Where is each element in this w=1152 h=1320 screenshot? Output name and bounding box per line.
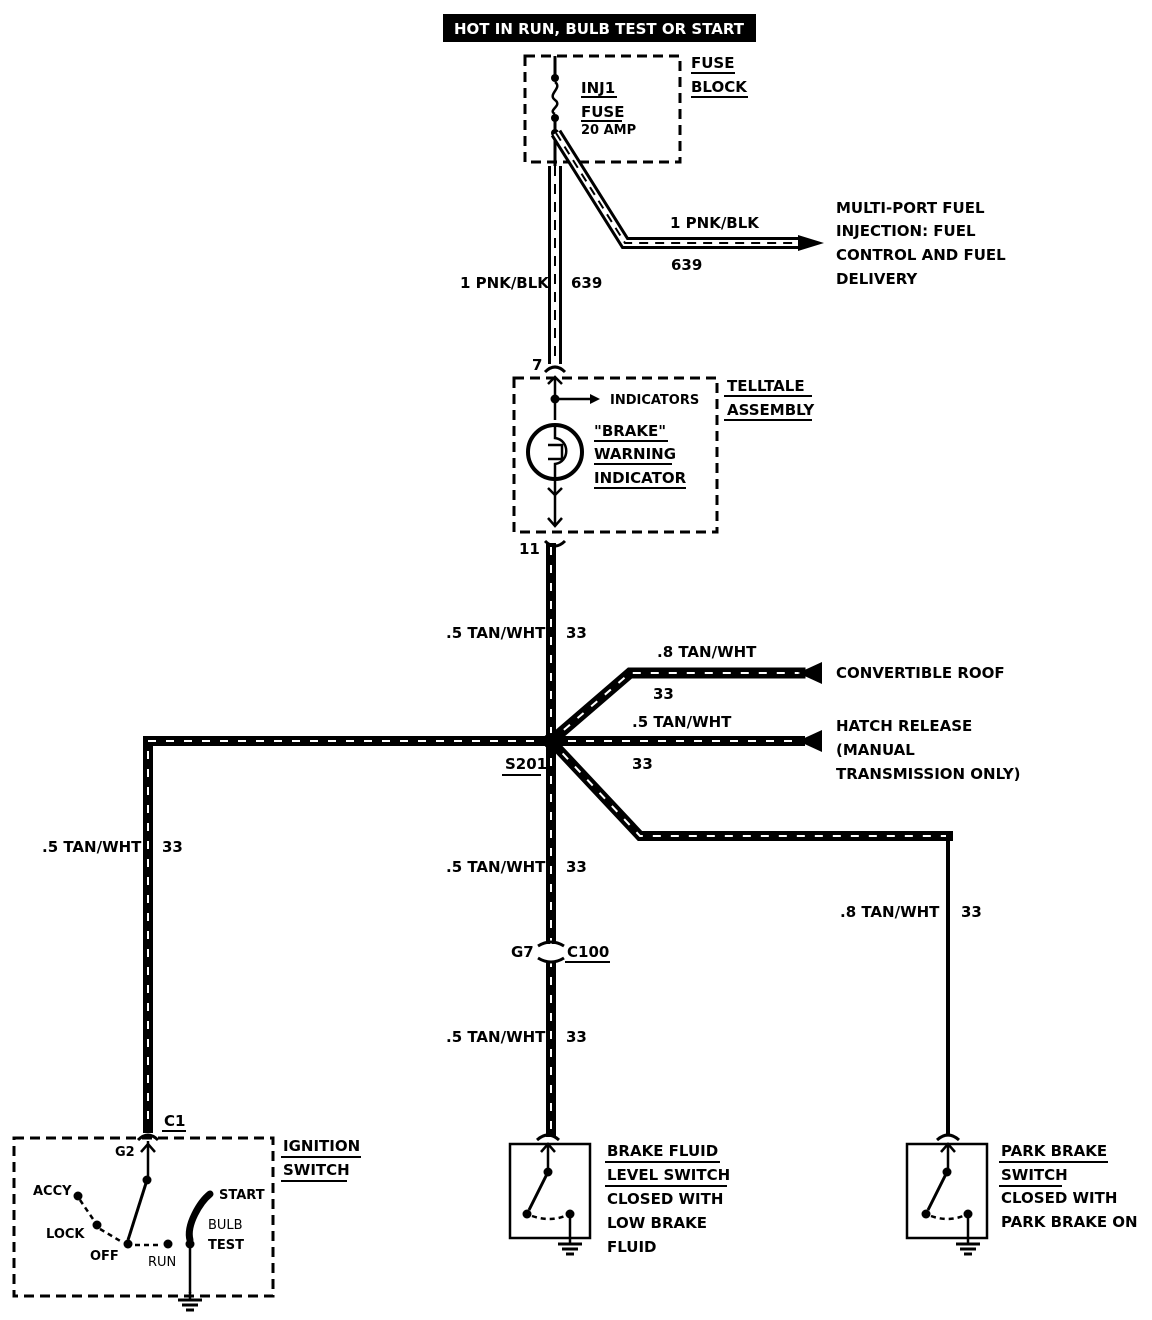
wire-33-left-branch [143, 736, 556, 1133]
indicators-label: INDICATORS [610, 393, 699, 408]
start-contact-icon [185, 1190, 214, 1244]
center-upper-circuit: 33 [566, 858, 587, 876]
ignition-test: TEST [208, 1238, 244, 1253]
telltale-pin-out: 11 [519, 540, 540, 558]
c100-name: C100 [567, 943, 609, 961]
ignition-ground-icon [178, 1292, 202, 1312]
mpfi-line2: INJECTION: FUEL [836, 222, 976, 240]
connector-pin-7-icon [543, 365, 567, 374]
main-feed-circuit: 639 [571, 274, 602, 292]
splice-name: S201 [505, 755, 547, 773]
left-wire-circuit: 33 [162, 838, 183, 856]
connector-c1-icon [136, 1133, 160, 1142]
park-brake-switch-blade [926, 1171, 949, 1211]
brake-line1: "BRAKE" [594, 422, 666, 440]
mpfi-line3: CONTROL AND FUEL [836, 246, 1006, 264]
hatch-label: .5 TAN/WHT [632, 713, 732, 731]
mpfi-feed-circuit: 639 [671, 256, 702, 274]
park-wire-circuit: 33 [961, 903, 982, 921]
mpfi-line4: DELIVERY [836, 270, 918, 288]
ignition-run: RUN [148, 1255, 176, 1270]
ignition-accy: ACCY [33, 1184, 72, 1199]
power-source-label: HOT IN RUN, BULB TEST OR START [454, 20, 745, 38]
fuse-name: INJ1 [581, 79, 615, 97]
conv-roof-circuit: 33 [653, 685, 674, 703]
ignition-lock: LOCK [46, 1227, 85, 1242]
left-wire-label: .5 TAN/WHT [42, 838, 142, 856]
ignition-pin: G2 [115, 1145, 135, 1160]
park-wire-label: .8 TAN/WHT [840, 903, 940, 921]
brake-fluid-switch [508, 1142, 592, 1240]
park-brake-line2: SWITCH [1001, 1166, 1068, 1184]
brake-fluid-line4: LOW BRAKE [607, 1214, 707, 1232]
park-brake-line4: PARK BRAKE ON [1001, 1213, 1138, 1231]
fuse-word: FUSE [581, 103, 624, 121]
fuse-rating: 20 AMP [581, 123, 636, 138]
splice-s201-icon [543, 733, 559, 749]
brake-fluid-ground-icon [558, 1238, 582, 1256]
brake-fluid-line5: FLUID [607, 1238, 656, 1256]
hatch-circuit: 33 [632, 755, 653, 773]
brake-line3: INDICATOR [594, 469, 687, 487]
indicators-arrow-icon [590, 394, 600, 404]
wire-33-convertible-roof [543, 667, 806, 749]
telltale-out-label: .5 TAN/WHT [446, 624, 546, 642]
ignition-switch-blade [126, 1179, 149, 1241]
main-feed-label: 1 PNK/BLK [460, 274, 550, 292]
circuit-33-wires [143, 543, 953, 1137]
ignition-title-line2: SWITCH [283, 1161, 350, 1179]
brake-fluid-line2: LEVEL SWITCH [607, 1166, 730, 1184]
brake-fluid-switch-blade [527, 1171, 550, 1211]
fuse-block: INJ1 FUSE 20 AMP [523, 54, 682, 166]
telltale-assembly: INDICATORS "BRAKE" WARNING INDICATOR [512, 375, 719, 534]
mpfi-destination: MULTI-PORT FUEL INJECTION: FUEL CONTROL … [836, 199, 1006, 288]
fuse-block-title-line1: FUSE [691, 54, 734, 72]
brake-line2: WARNING [594, 445, 676, 463]
power-source-banner: HOT IN RUN, BULB TEST OR START [443, 14, 756, 42]
c100-pin: G7 [511, 943, 534, 961]
park-brake-ground-icon [956, 1238, 980, 1256]
telltale-title-line1: TELLTALE [727, 377, 805, 395]
ignition-start: START [219, 1188, 265, 1203]
conv-roof-label: .8 TAN/WHT [657, 643, 757, 661]
fuse-block-title-line2: BLOCK [691, 78, 748, 96]
connector-park-brake-icon [935, 1133, 961, 1142]
ignition-title-line1: IGNITION [283, 1137, 360, 1155]
connector-c100: G7 C100 [511, 940, 610, 964]
center-upper-label: .5 TAN/WHT [446, 858, 546, 876]
brake-fluid-line1: BRAKE FLUID [607, 1142, 718, 1160]
hatch-line3: TRANSMISSION ONLY) [836, 765, 1021, 783]
wire-639-mpfi [550, 129, 824, 251]
hatch-line2: (MANUAL [836, 741, 915, 759]
arrow-convertible-roof-icon [798, 662, 822, 684]
center-lower-label: .5 TAN/WHT [446, 1028, 546, 1046]
arrow-hatch-release-icon [798, 730, 822, 752]
ignition-connector: C1 [164, 1112, 185, 1130]
mpfi-feed-label: 1 PNK/BLK [670, 214, 760, 232]
brake-fluid-line3: CLOSED WITH [607, 1190, 723, 1208]
center-lower-circuit: 33 [566, 1028, 587, 1046]
convertible-roof-label: CONVERTIBLE ROOF [836, 664, 1005, 682]
ignition-bulb: BULB [208, 1218, 243, 1233]
telltale-out-circuit: 33 [566, 624, 587, 642]
hatch-line1: HATCH RELEASE [836, 717, 972, 735]
telltale-pin-in: 7 [532, 356, 542, 374]
arrow-mpfi-icon [798, 235, 824, 251]
park-brake-switch [905, 1142, 989, 1240]
ignition-switch: G2 ACCY LOCK OFF RUN START BULB TEST [12, 1136, 275, 1312]
wire-33-park-brake-thick [543, 733, 953, 841]
connector-brake-fluid-icon [535, 1133, 561, 1142]
park-brake-line1: PARK BRAKE [1001, 1142, 1107, 1160]
telltale-title-line2: ASSEMBLY [727, 401, 815, 419]
ignition-off: OFF [90, 1249, 119, 1264]
park-brake-line3: CLOSED WITH [1001, 1189, 1117, 1207]
mpfi-line1: MULTI-PORT FUEL [836, 199, 985, 217]
fuse-element-icon [551, 81, 559, 116]
